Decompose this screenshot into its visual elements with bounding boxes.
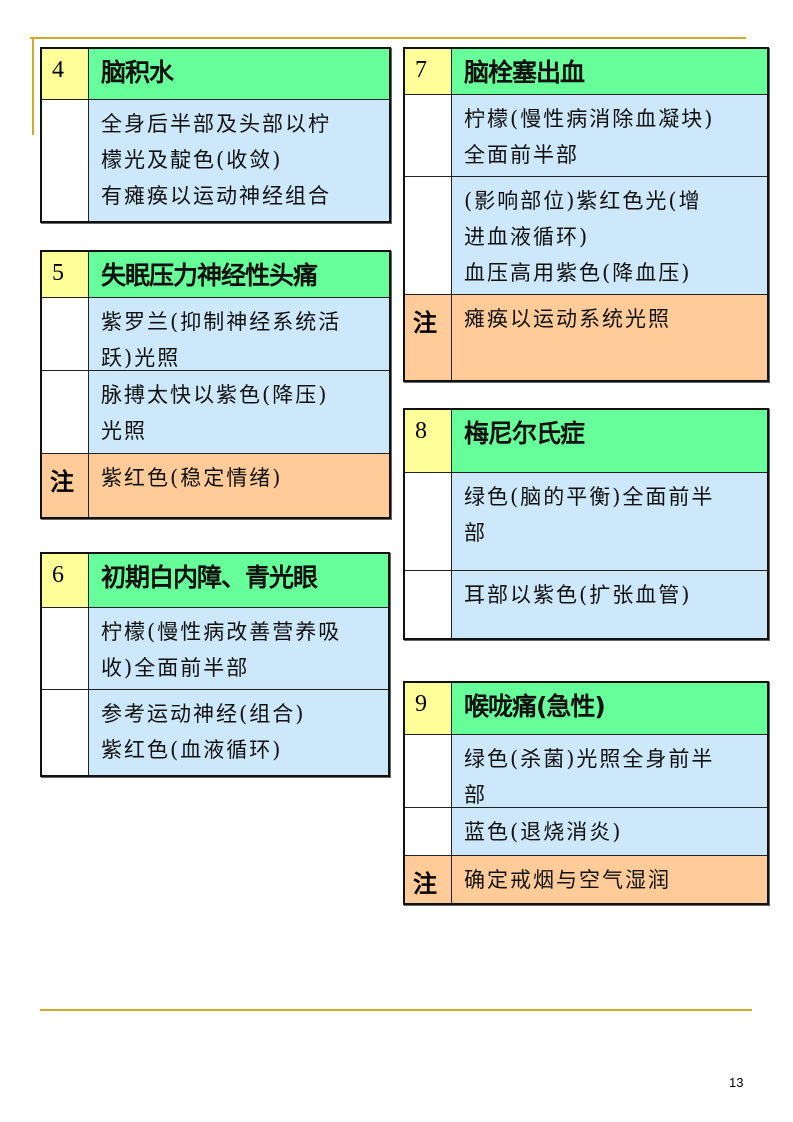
note-row: 注瘫痪以运动系统光照: [405, 294, 767, 380]
bottom-rule: [40, 1009, 752, 1011]
text-line: 紫罗兰(抑制神经系统活: [101, 310, 342, 334]
empty-cell: [42, 690, 89, 775]
text-line: 有瘫痪以运动神经组合: [101, 184, 331, 208]
text-line: 紫红色(血液循环): [101, 738, 283, 762]
text-line: 柠檬(慢性病消除血凝块): [464, 107, 715, 131]
top-rule: [30, 37, 746, 39]
text-line: 檬光及靛色(收敛): [101, 148, 283, 172]
text-line: 进血液循环): [464, 225, 590, 249]
table-row: 绿色(脑的平衡)全面前半部: [405, 472, 767, 570]
row-content: 蓝色(退烧消炎): [452, 808, 767, 855]
item-number: 9: [405, 683, 452, 734]
note-label: 注: [405, 295, 452, 380]
text-line: 紫红色(稳定情绪): [101, 466, 283, 490]
note-row: 注确定戒烟与空气湿润: [405, 855, 767, 903]
item-number: 5: [42, 252, 89, 297]
item-number: 7: [405, 49, 452, 94]
text-line: 全身后半部及头部以柠: [101, 112, 331, 136]
item-number: 8: [405, 410, 452, 472]
empty-cell: [405, 177, 452, 294]
empty-cell: [42, 371, 89, 453]
note-row: 注紫红色(稳定情绪): [42, 453, 389, 517]
row-content: 绿色(杀菌)光照全身前半部: [452, 735, 767, 807]
table-row: 参考运动神经(组合) 紫红色(血液循环): [42, 689, 388, 775]
text-line: 确定戒烟与空气湿润: [464, 868, 671, 892]
empty-cell: [405, 735, 452, 807]
row-content: (影响部位)紫红色光(增进血液循环) 血压高用紫色(降血压): [452, 177, 767, 294]
empty-cell: [405, 571, 452, 638]
row-content: 参考运动神经(组合) 紫红色(血液循环): [89, 690, 388, 775]
item-title: 喉咙痛(急性): [452, 683, 767, 734]
text-line: 光照: [101, 419, 147, 443]
page-number: 13: [729, 1075, 744, 1090]
row-content: 紫罗兰(抑制神经系统活跃)光照: [89, 298, 389, 370]
item-title: 脑积水: [89, 49, 389, 99]
text-line: 参考运动神经(组合): [101, 702, 306, 726]
text-line: (影响部位)紫红色光(增: [464, 189, 702, 213]
text-line: 绿色(杀菌)光照全身前半: [464, 747, 715, 771]
item-title: 初期白内障、青光眼: [89, 554, 388, 607]
empty-cell: [42, 608, 89, 689]
text-line: 部: [464, 783, 487, 807]
empty-cell: [405, 95, 452, 176]
note-label: 注: [405, 856, 452, 903]
item-title: 脑栓塞出血: [452, 49, 767, 94]
table-row: 全身后半部及头部以柠檬光及靛色(收敛) 有瘫痪以运动神经组合: [42, 99, 389, 221]
text-line: 跃)光照: [101, 346, 181, 370]
item-number: 4: [42, 49, 89, 99]
text-line: 柠檬(慢性病改善营养吸: [101, 620, 342, 644]
text-line: 蓝色(退烧消炎): [464, 820, 623, 844]
note-text: 紫红色(稳定情绪): [89, 454, 389, 517]
row-content: 耳部以紫色(扩张血管): [452, 571, 767, 638]
note-text: 瘫痪以运动系统光照: [452, 295, 767, 380]
left-rule: [32, 37, 34, 135]
text-line: 脉搏太快以紫色(降压): [101, 383, 329, 407]
text-line: 部: [464, 521, 487, 545]
empty-cell: [42, 298, 89, 370]
row-content: 全身后半部及头部以柠檬光及靛色(收敛) 有瘫痪以运动神经组合: [89, 100, 389, 221]
table-row: (影响部位)紫红色光(增进血液循环) 血压高用紫色(降血压): [405, 176, 767, 294]
table-row: 柠檬(慢性病改善营养吸收)全面前半部: [42, 607, 388, 689]
item-title: 失眠压力神经性头痛: [89, 252, 389, 297]
table-row: 耳部以紫色(扩张血管): [405, 570, 767, 638]
empty-cell: [405, 473, 452, 570]
row-content: 柠檬(慢性病改善营养吸收)全面前半部: [89, 608, 388, 689]
table-row: 脉搏太快以紫色(降压) 光照: [42, 370, 389, 453]
row-content: 柠檬(慢性病消除血凝块) 全面前半部: [452, 95, 767, 176]
text-line: 收)全面前半部: [101, 656, 250, 680]
note-text: 确定戒烟与空气湿润: [452, 856, 767, 903]
empty-cell: [42, 100, 89, 221]
table-row: 绿色(杀菌)光照全身前半部: [405, 734, 767, 807]
text-line: 瘫痪以运动系统光照: [464, 307, 671, 331]
empty-cell: [405, 808, 452, 855]
text-line: 绿色(脑的平衡)全面前半: [464, 485, 715, 509]
table-row: 紫罗兰(抑制神经系统活跃)光照: [42, 297, 389, 370]
table-row: 柠檬(慢性病消除血凝块) 全面前半部: [405, 94, 767, 176]
row-content: 绿色(脑的平衡)全面前半部: [452, 473, 767, 570]
note-label: 注: [42, 454, 89, 517]
text-line: 耳部以紫色(扩张血管): [464, 583, 692, 607]
item-title: 梅尼尔氏症: [452, 410, 767, 472]
text-line: 全面前半部: [464, 143, 579, 167]
table-row: 蓝色(退烧消炎): [405, 807, 767, 855]
row-content: 脉搏太快以紫色(降压) 光照: [89, 371, 389, 453]
text-line: 血压高用紫色(降血压): [464, 261, 692, 285]
item-number: 6: [42, 554, 89, 607]
